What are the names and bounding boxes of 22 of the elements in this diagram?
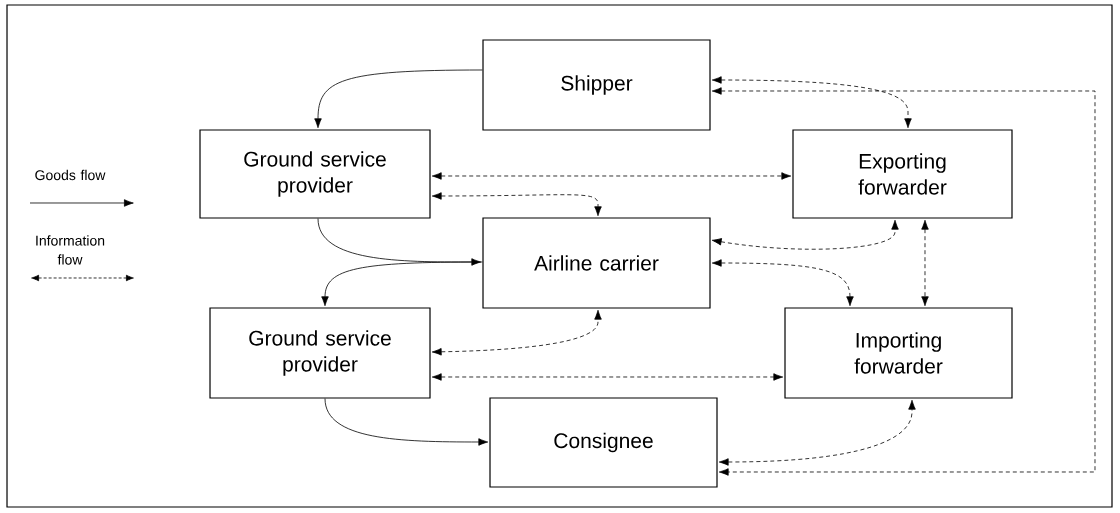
arrow	[711, 87, 1096, 476]
process-box: Consignee	[489, 397, 718, 488]
process-box: Ground service provider	[199, 129, 431, 219]
arrow	[711, 76, 912, 129]
arrow	[711, 259, 854, 307]
arrow	[431, 172, 792, 180]
process-box: Importing forwarder	[784, 307, 1013, 399]
arrow	[321, 261, 483, 307]
process-box: Shipper	[482, 39, 711, 131]
arrow	[711, 219, 899, 250]
arrow	[314, 69, 483, 129]
arrow	[324, 398, 489, 446]
legend-label: Information flow	[36, 235, 105, 265]
arrow	[431, 192, 602, 217]
arrow	[921, 219, 929, 307]
arrow	[718, 399, 916, 466]
legend-label: Goods flow	[35, 169, 106, 181]
arrow	[431, 373, 784, 381]
arrow	[431, 309, 602, 356]
process-box: Ground service provider	[209, 307, 431, 399]
process-box: Airline carrier	[482, 217, 711, 309]
process-box: Exporting forwarder	[792, 129, 1013, 219]
